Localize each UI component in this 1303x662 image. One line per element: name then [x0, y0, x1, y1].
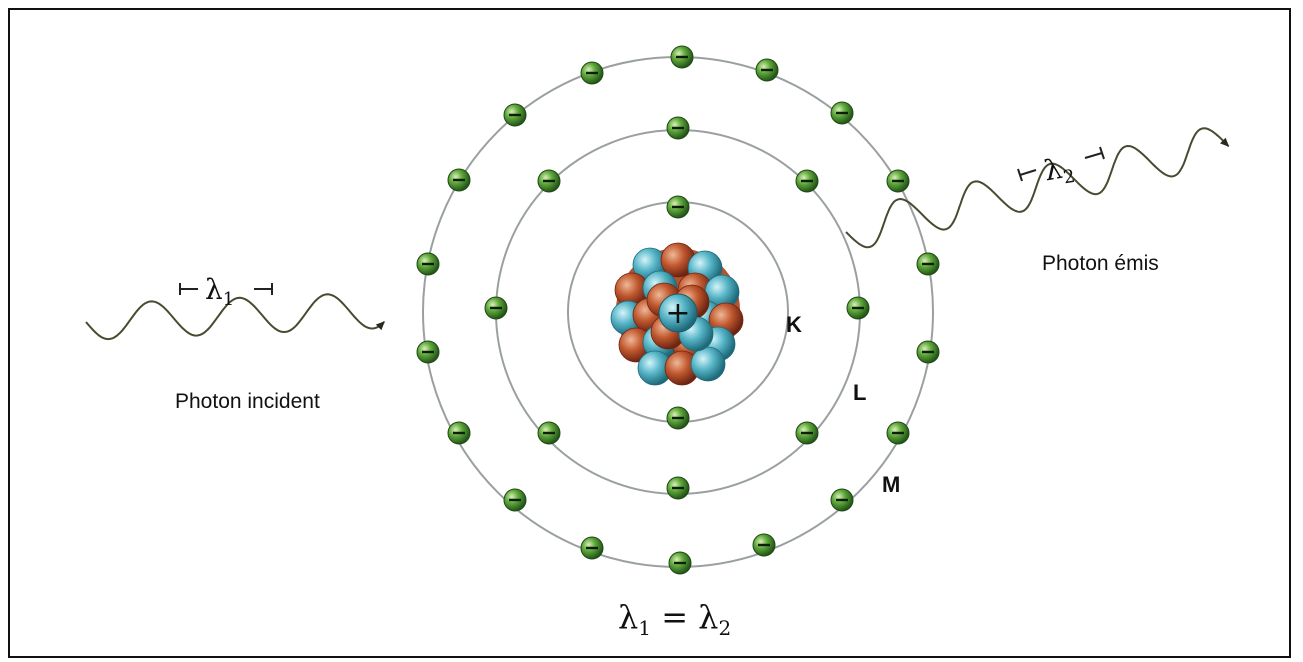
electron: [670, 45, 694, 69]
electron: [846, 296, 870, 320]
shell-label-m: M: [882, 472, 900, 497]
electron: [537, 169, 561, 193]
electron-minus-sign: [543, 431, 555, 435]
electron-minus-sign: [586, 546, 598, 550]
incident-photon-wave: [85, 293, 385, 341]
electron: [886, 421, 910, 445]
electron-minus-sign: [490, 306, 502, 310]
nucleus-center-neutron: [658, 293, 698, 333]
electron-minus-sign: [836, 111, 848, 115]
electron: [668, 551, 692, 575]
electron: [580, 536, 604, 560]
electron: [666, 406, 690, 430]
electron-minus-sign: [676, 55, 688, 59]
electron-minus-sign: [852, 306, 864, 310]
electron: [416, 252, 440, 276]
electron: [752, 533, 776, 557]
electron-minus-sign: [422, 350, 434, 354]
electron: [484, 296, 508, 320]
lambda2-marker: [1017, 146, 1105, 182]
electron-minus-sign: [801, 431, 813, 435]
electron-minus-sign: [543, 179, 555, 183]
electron-minus-sign: [922, 350, 934, 354]
electrons: [416, 45, 940, 575]
electron-minus-sign: [509, 498, 521, 502]
shell-label-l: L: [853, 380, 866, 405]
electron: [755, 58, 779, 82]
shell-label-k: K: [786, 312, 802, 337]
electron: [830, 488, 854, 512]
nucleus: +: [610, 242, 744, 386]
electron-minus-sign: [761, 68, 773, 72]
electron-minus-sign: [892, 431, 904, 435]
electron-minus-sign: [672, 205, 684, 209]
emitted-photon-label: Photon émis: [1042, 252, 1159, 275]
electron: [916, 340, 940, 364]
electron-minus-sign: [758, 543, 770, 547]
electron-minus-sign: [453, 431, 465, 435]
electron: [666, 195, 690, 219]
electron: [916, 252, 940, 276]
electron-minus-sign: [674, 561, 686, 565]
electron-minus-sign: [922, 262, 934, 266]
electron-minus-sign: [801, 179, 813, 183]
electron: [830, 101, 854, 125]
electron: [666, 116, 690, 140]
nucleus-plus-sign: +: [665, 296, 690, 331]
lambda1-marker: [179, 283, 273, 295]
electron: [795, 169, 819, 193]
electron: [503, 488, 527, 512]
nucleons: [610, 242, 744, 386]
electron-minus-sign: [672, 416, 684, 420]
electron: [580, 61, 604, 85]
electron: [447, 168, 471, 192]
electron-minus-sign: [586, 71, 598, 75]
electron-minus-sign: [453, 178, 465, 182]
electron-minus-sign: [836, 498, 848, 502]
lambda2-label: λ2: [1041, 150, 1076, 192]
neutron: [690, 346, 726, 382]
electron-minus-sign: [422, 262, 434, 266]
lambda1-label: λ1: [205, 273, 234, 310]
electron: [537, 421, 561, 445]
electron: [795, 421, 819, 445]
incident-photon-label: Photon incident: [175, 390, 320, 413]
electron-minus-sign: [892, 179, 904, 183]
electron-minus-sign: [672, 486, 684, 490]
electron: [503, 103, 527, 127]
electron: [416, 340, 440, 364]
emitted-photon-wave: [845, 127, 1230, 249]
electron-minus-sign: [509, 113, 521, 117]
electron-minus-sign: [672, 126, 684, 130]
electron: [447, 421, 471, 445]
wavelength-equation: λ1 = λ2: [618, 598, 731, 640]
electron: [886, 169, 910, 193]
electron: [666, 476, 690, 500]
